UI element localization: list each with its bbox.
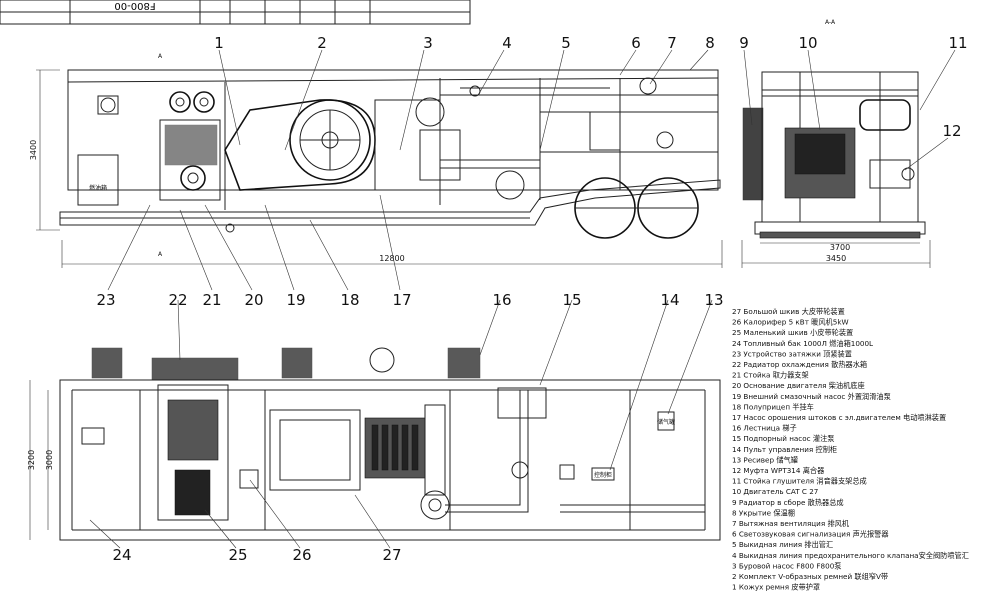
legend-item: 23 Устройство затяжки 顶紧装置 <box>732 349 852 358</box>
dim-plan-width-outer: 3200 <box>27 450 36 470</box>
section-mark-a-top: A <box>158 53 163 60</box>
legend-item: 12 Муфта WPT314 离合器 <box>732 466 824 475</box>
callout-20: 20 <box>244 291 263 309</box>
callout-11: 11 <box>948 34 967 52</box>
legend-item: 9 Радиатор в сборе 散热器总成 <box>732 498 844 507</box>
legend-item: 18 Полуприцеп 半挂车 <box>732 402 814 411</box>
legend-item: 25 Маленький шкив 小皮带轮装置 <box>732 328 853 337</box>
callout-23: 23 <box>96 291 115 309</box>
title-block: F800-00 <box>0 0 471 25</box>
label-control-plan: 控制柜 <box>594 471 612 479</box>
callout-13: 13 <box>704 291 723 309</box>
callout-24: 24 <box>112 546 131 564</box>
legend-item: 26 Калорифер 5 кВт 暖风机5kW <box>732 318 849 327</box>
callouts: 1 2 3 4 5 6 7 8 9 10 11 12 23 21 20 19 1… <box>96 34 967 564</box>
legend-item: 8 Укрытие 保温棚 <box>732 508 795 517</box>
label-air-tank-plan: 储气罐 <box>657 418 675 426</box>
callout-9: 9 <box>739 34 749 52</box>
callout-14: 14 <box>660 291 679 309</box>
legend-item: 14 Пульт управления 控制柜 <box>732 445 837 454</box>
callout-3: 3 <box>423 34 433 52</box>
dim-end-width-inner: 3700 <box>830 243 850 252</box>
legend-item: 2 Комплект V-образных ремней 联组窄V带 <box>732 572 888 581</box>
leader-lines <box>89 49 956 549</box>
callout-19: 19 <box>286 291 305 309</box>
callout-1: 1 <box>214 34 224 52</box>
callout-22: 22 <box>168 291 187 309</box>
callout-4: 4 <box>502 34 512 52</box>
legend-item: 7 Вытяжная вентиляция 排风机 <box>732 519 850 528</box>
callout-15: 15 <box>562 291 581 309</box>
callout-18: 18 <box>340 291 359 309</box>
legend-item: 6 Светозвуковая сигнализация 声光报警器 <box>732 530 889 539</box>
legend-item: 16 Лестница 梯子 <box>732 424 797 433</box>
dim-plan-width-inner: 3000 <box>45 450 54 470</box>
legend-item: 3 Буровой насос F800 F800泵 <box>732 561 841 570</box>
callout-17: 17 <box>392 291 411 309</box>
callout-6: 6 <box>631 34 641 52</box>
legend-item: 20 Основание двигателя 柴油机底座 <box>732 381 865 390</box>
callout-8: 8 <box>705 34 715 52</box>
legend-item: 5 Выкидная линия 排出管汇 <box>732 540 833 549</box>
drawing-code: F800-00 <box>114 0 155 11</box>
legend-item: 21 Стойка 取力器支架 <box>732 371 809 380</box>
callout-26: 26 <box>292 546 311 564</box>
legend-item: 4 Выкидная линия предохранительного клап… <box>732 551 969 560</box>
callout-7: 7 <box>667 34 677 52</box>
legend-item: 13 Ресивер 储气罐 <box>732 455 798 464</box>
parts-legend: 27 Большой шкив 大皮带轮装置 26 Калорифер 5 кВт… <box>732 307 969 592</box>
callout-27: 27 <box>382 546 401 564</box>
callout-10: 10 <box>798 34 817 52</box>
section-mark-a-bottom: A <box>158 251 163 258</box>
legend-item: 11 Стойка глушителя 消音器支架总成 <box>732 477 867 486</box>
label-fuel-tank-side: 燃油箱 <box>89 184 107 192</box>
legend-item: 19 Внешний смазочный насос 外置润滑油泵 <box>732 392 891 401</box>
callout-16: 16 <box>492 291 511 309</box>
legend-item: 22 Радиатор охлаждения 散热器水箱 <box>732 360 867 369</box>
legend-item: 17 Насос орошения штоков с эл.двигателем… <box>732 413 946 422</box>
side-view: 3400 12800 燃油箱 <box>29 53 723 268</box>
callout-5: 5 <box>561 34 571 52</box>
callout-12: 12 <box>942 122 961 140</box>
callout-25: 25 <box>228 546 247 564</box>
pump-cylinders <box>371 424 419 471</box>
dim-side-length: 12800 <box>379 254 404 263</box>
legend-item: 24 Топливный бак 1000Л 燃油箱1000L <box>732 339 873 348</box>
section-label: A-A <box>825 19 836 26</box>
legend-item: 15 Подпорный насос 灌注泵 <box>732 434 834 443</box>
end-view: A-A 3700 3450 <box>741 19 931 268</box>
legend-item: 1 Кожух ремня 皮带护罩 <box>732 583 820 592</box>
dim-side-height: 3400 <box>29 140 38 160</box>
callout-2: 2 <box>317 34 327 52</box>
legend-item: 10 Двигатель CAT C 27 <box>732 487 818 496</box>
plan-view: 3200 3000 <box>27 347 721 541</box>
legend-item: 27 Большой шкив 大皮带轮装置 <box>732 307 845 316</box>
callout-21: 21 <box>202 291 221 309</box>
dim-end-width-outer: 3450 <box>826 254 846 263</box>
